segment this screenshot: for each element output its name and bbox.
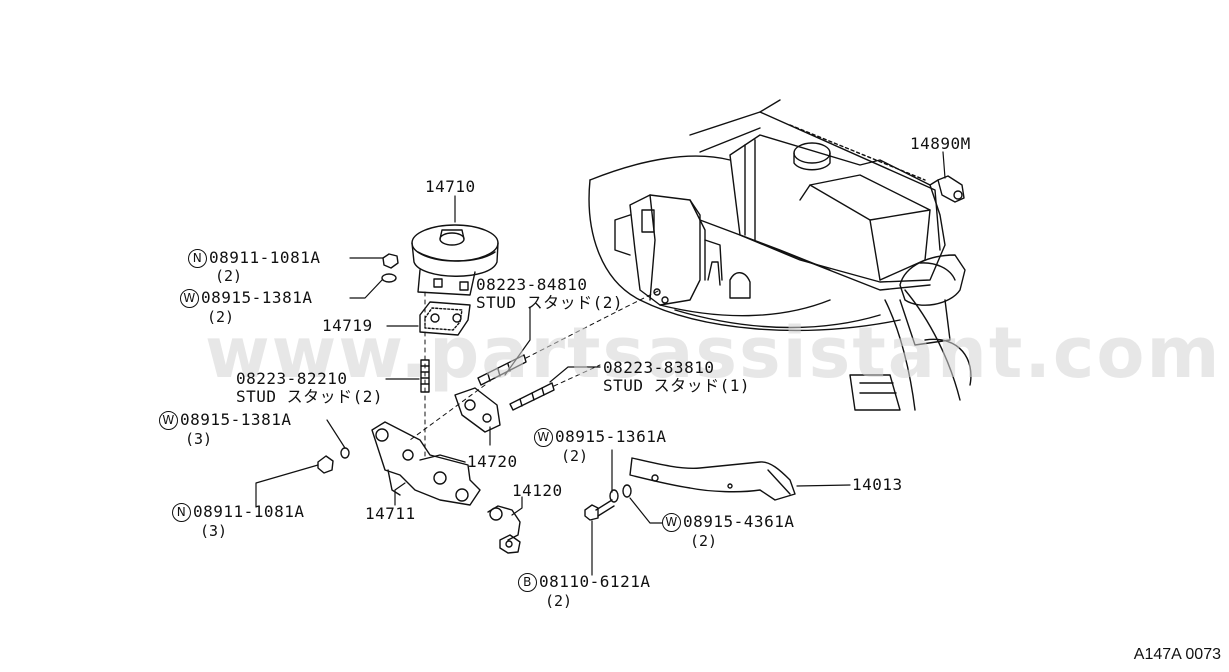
label-stud-82210: 08223-82210: [236, 369, 348, 388]
qty-nut-08911-bot: (3): [200, 522, 228, 540]
qty-bolt-08110: (2): [545, 592, 573, 610]
qty-washer-08915-mid: (3): [185, 430, 213, 448]
egr-valve: [412, 225, 498, 295]
n-circle-icon: N: [172, 503, 191, 522]
qty-washer-08915-top: (2): [207, 308, 235, 326]
w-circle-icon: W: [534, 428, 553, 447]
watermark: www.partsassistant.com: [205, 312, 1222, 394]
assembly-dashes: [410, 290, 660, 460]
w-circle-icon: W: [662, 513, 681, 532]
label-14013: 14013: [852, 475, 903, 494]
b-circle-icon: B: [518, 573, 537, 592]
desc-stud-84810: STUD スタッド(2): [476, 293, 624, 312]
tube-14013: [630, 458, 795, 500]
label-14120: 14120: [512, 481, 563, 500]
label-14720: 14720: [467, 452, 518, 471]
label-14890m: 14890M: [910, 134, 971, 153]
w-circle-icon: W: [159, 411, 178, 430]
desc-stud-82210: STUD スタッド(2): [236, 387, 384, 406]
gasket-14720: [455, 388, 500, 432]
adapter-14711: [372, 422, 480, 505]
n-circle-icon: N: [188, 249, 207, 268]
qty-nut-08911-top: (2): [215, 267, 243, 285]
qty-washer-08915-4361: (2): [690, 532, 718, 550]
qty-washer-08915-1361: (2): [561, 447, 589, 465]
label-14710: 14710: [425, 177, 476, 196]
label-14719: 14719: [322, 316, 373, 335]
studs-right: [478, 355, 554, 410]
reference-code: A147A 0073: [1133, 646, 1221, 663]
w-circle-icon: W: [180, 289, 199, 308]
leader-lines: [256, 152, 945, 575]
engine-illustration: [589, 100, 971, 410]
label-14711: 14711: [365, 504, 416, 523]
fitting-14120: [488, 506, 520, 553]
nuts-washers: [318, 254, 631, 520]
desc-stud-83810: STUD スタッド(1): [603, 376, 751, 395]
label-stud-83810: 08223-83810: [603, 358, 715, 377]
label-stud-84810: 08223-84810: [476, 275, 588, 294]
